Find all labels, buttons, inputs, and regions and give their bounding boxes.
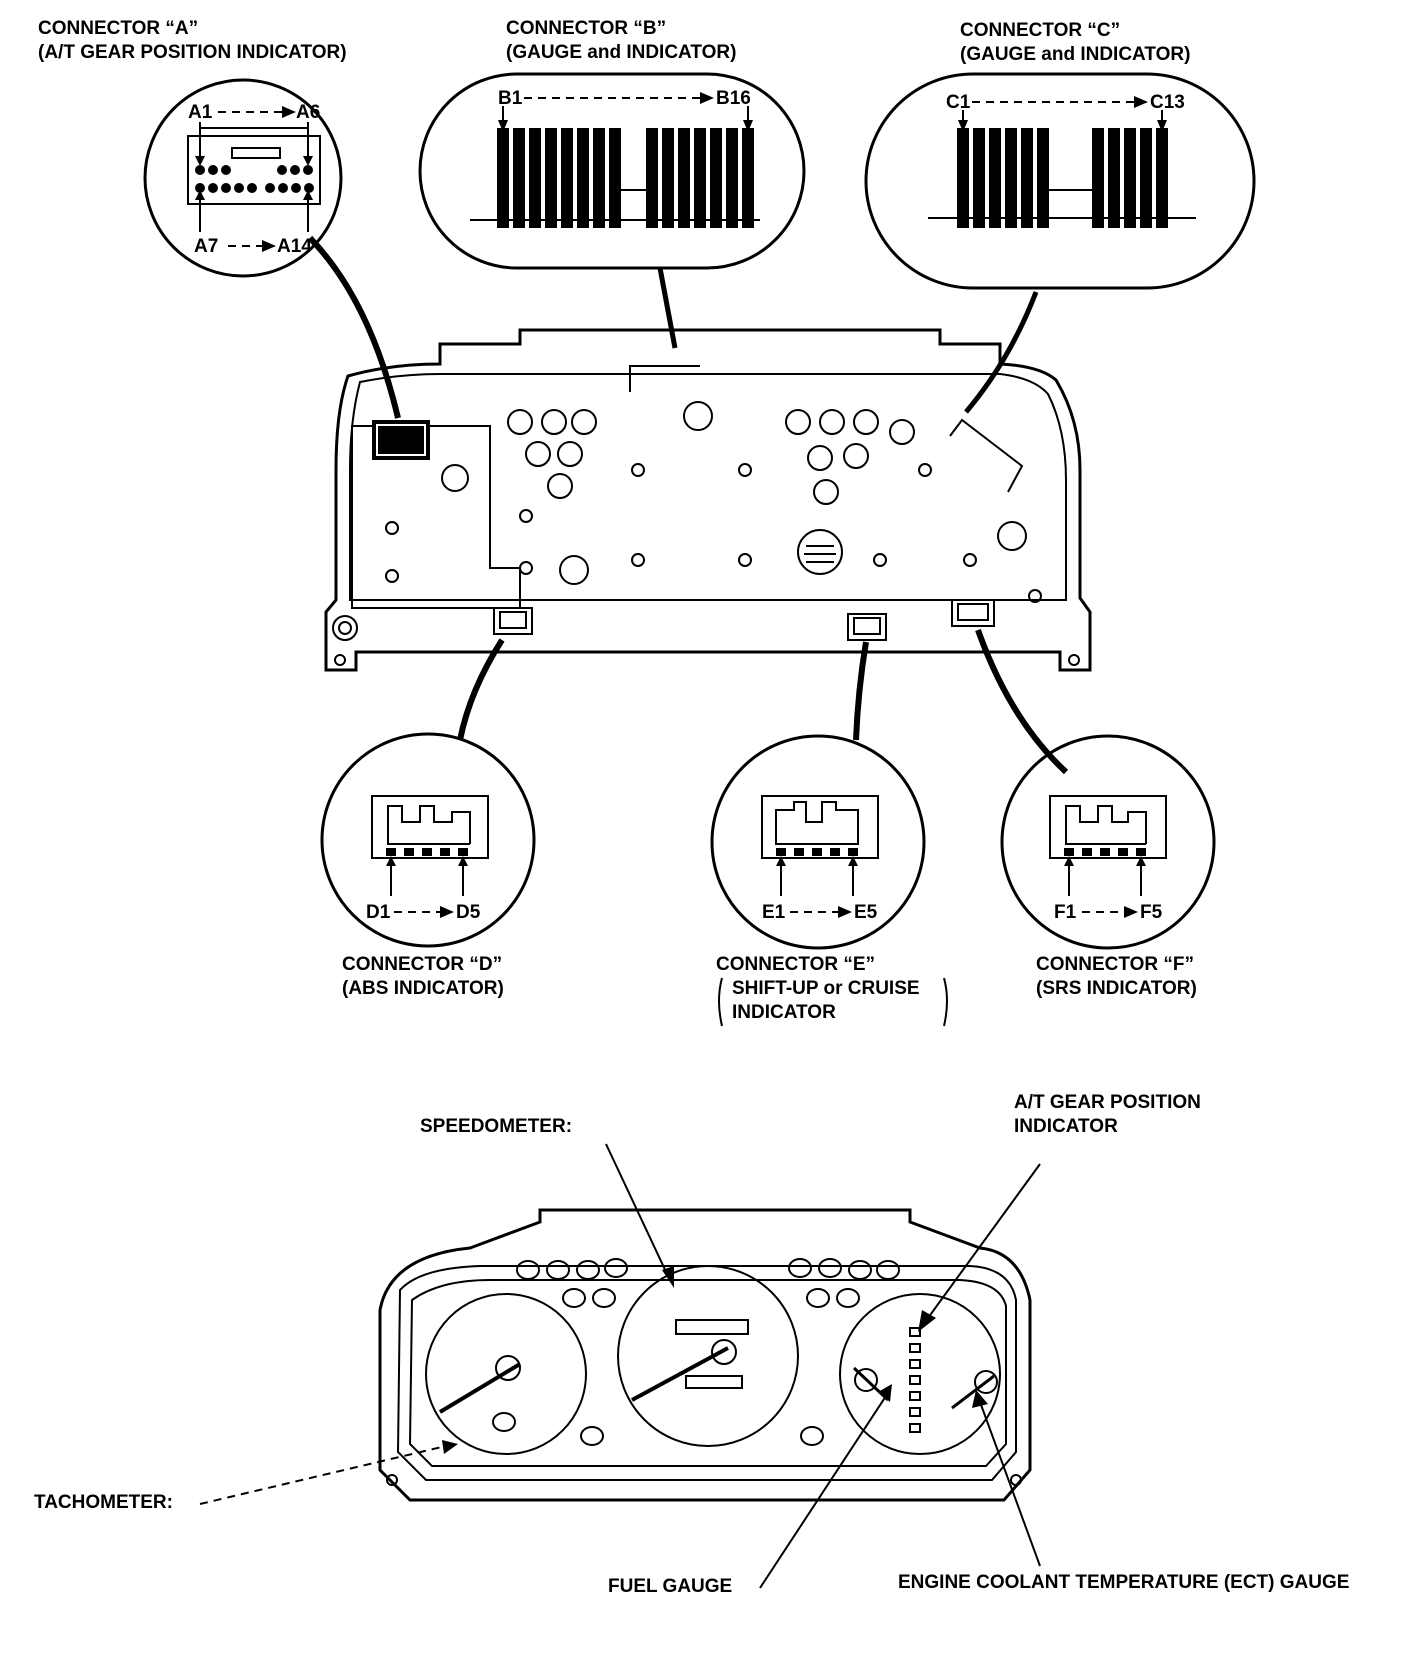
- speedometer-label: SPEEDOMETER:: [420, 1116, 572, 1137]
- connector-c-title: CONNECTOR “C”: [960, 20, 1120, 41]
- pin-a14-label: A14: [277, 236, 312, 257]
- connector-c-subtitle: (GAUGE and INDICATOR): [960, 44, 1190, 65]
- connector-f-title: CONNECTOR “F”: [1036, 954, 1194, 975]
- tachometer-label: TACHOMETER:: [34, 1492, 173, 1513]
- connector-f-subtitle: (SRS INDICATOR): [1036, 978, 1197, 999]
- connector-b-bubble: B1 B16: [418, 72, 806, 270]
- connector-d-subtitle: (ABS INDICATOR): [342, 978, 504, 999]
- cluster-rear-view: [324, 328, 1092, 672]
- pin-c1-label: C1: [946, 92, 971, 113]
- cluster-front-view: [378, 1208, 1032, 1502]
- connector-d-bubble: D1 D5: [320, 732, 536, 948]
- connector-e-subtitle-line2: INDICATOR: [732, 1002, 836, 1023]
- pin-e1-label: E1: [762, 902, 786, 923]
- connector-b-title: CONNECTOR “B”: [506, 18, 666, 39]
- connector-a-title: CONNECTOR “A”: [38, 18, 198, 39]
- pin-d1-label: D1: [366, 902, 391, 923]
- pin-c13-label: C13: [1150, 92, 1185, 113]
- connector-a-subtitle: (A/T GEAR POSITION INDICATOR): [38, 42, 347, 63]
- connector-f-bubble: F1 F5: [1000, 734, 1216, 950]
- connector-a-bubble: A1 A6 A7 A14: [143, 78, 343, 278]
- fuel-gauge-label: FUEL GAUGE: [608, 1576, 732, 1597]
- pin-f5-label: F5: [1140, 902, 1163, 923]
- pin-a7-label: A7: [194, 236, 218, 257]
- pin-e5-label: E5: [854, 902, 878, 923]
- connector-e-subtitle-line1: SHIFT-UP or CRUISE: [732, 978, 920, 999]
- connector-e-title: CONNECTOR “E”: [716, 954, 875, 975]
- pin-d5-label: D5: [456, 902, 481, 923]
- pin-a1-label: A1: [188, 102, 213, 123]
- connector-d-title: CONNECTOR “D”: [342, 954, 502, 975]
- connector-c-bubble: C1 C13: [864, 72, 1256, 290]
- ect-gauge-label: ENGINE COOLANT TEMPERATURE (ECT) GAUGE: [898, 1572, 1349, 1593]
- connector-e-bubble: E1 E5: [710, 734, 926, 950]
- pin-f1-label: F1: [1054, 902, 1077, 923]
- pin-b1-label: B1: [498, 88, 523, 109]
- pin-b16-label: B16: [716, 88, 751, 109]
- connector-b-subtitle: (GAUGE and INDICATOR): [506, 42, 736, 63]
- at-gear-indicator-label-line2: INDICATOR: [1014, 1116, 1118, 1137]
- pin-a6-label: A6: [296, 102, 320, 123]
- at-gear-indicator-label-line1: A/T GEAR POSITION: [1014, 1092, 1201, 1113]
